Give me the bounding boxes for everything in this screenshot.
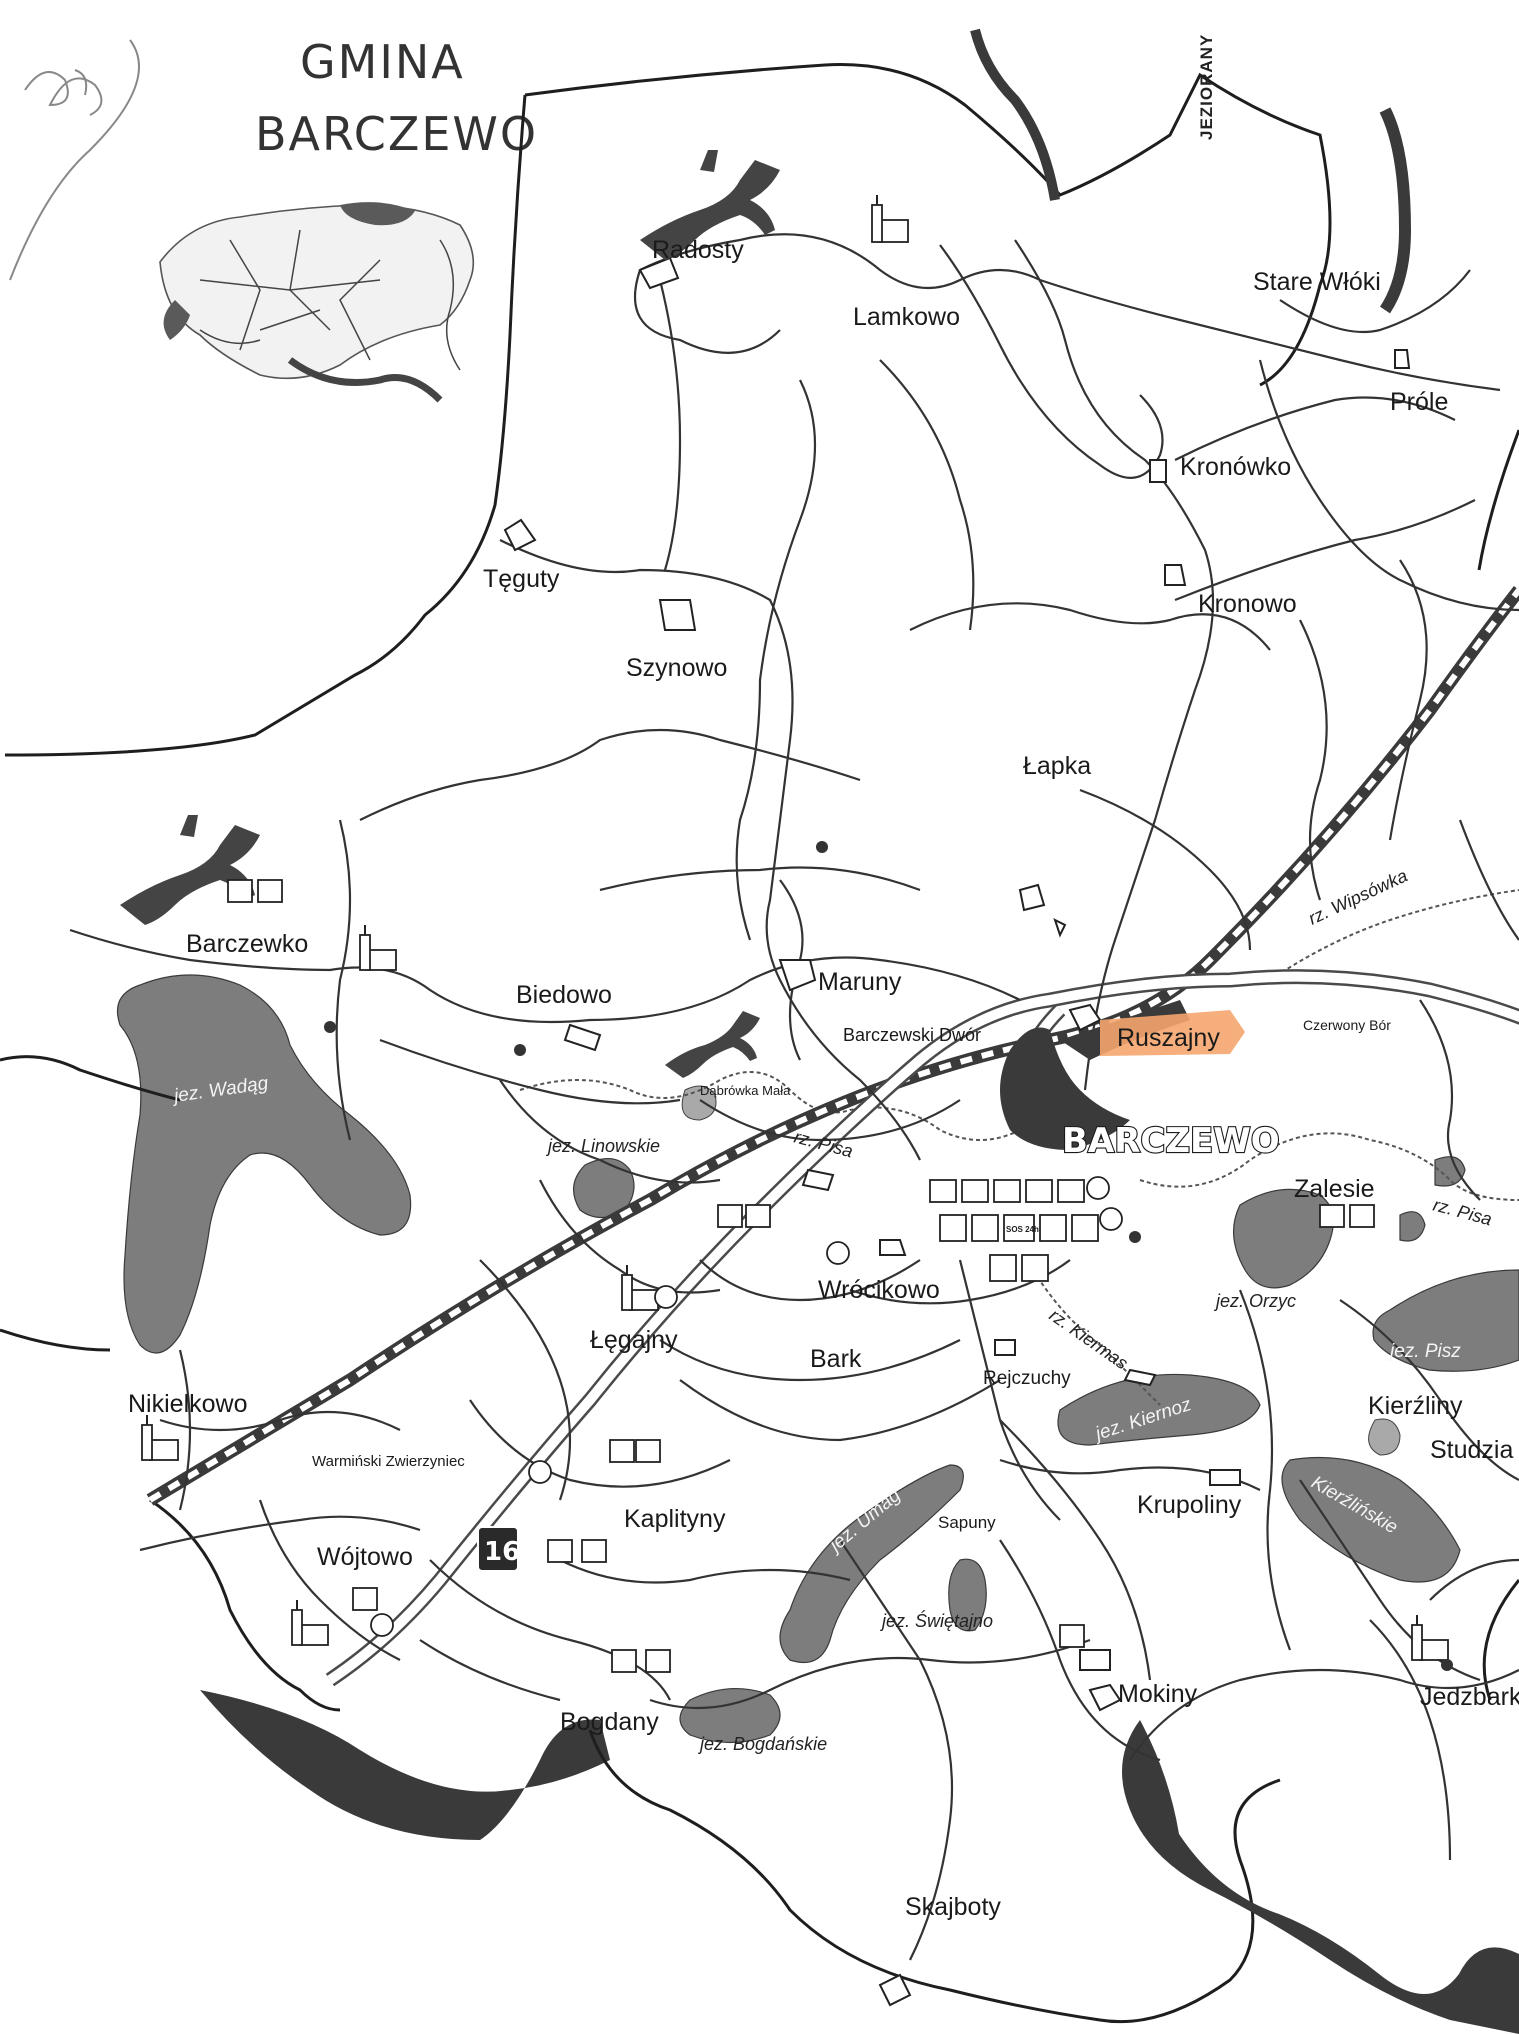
village-label-lamkowo: Lamkowo (853, 303, 960, 331)
town-services-cluster: SOS 24h (929, 1179, 1099, 1282)
lake-bogdanskie (679, 1688, 781, 1744)
map-title-line2: BARCZEWO (255, 107, 538, 161)
river-label-kiermas: rz. Kiermas (1046, 1305, 1132, 1374)
village-label-kaplityny: Kaplityny (624, 1505, 726, 1533)
lake-wadag (116, 974, 412, 1354)
lake-dabrowka (681, 1085, 717, 1121)
village-label-bogdany: Bogdany (560, 1708, 659, 1736)
lake-label-bogdanskie: jez. Bogdańskie (697, 1734, 827, 1754)
sun-icon (324, 841, 1453, 1671)
village-label-rejczuchy: Rejczuchy (983, 1368, 1071, 1389)
village-label-bark: Bark (810, 1345, 862, 1373)
road-label-jeziorany: JEZIORANY (1197, 34, 1216, 140)
village-label-skajboty: Skajboty (905, 1893, 1001, 1921)
ruszajny-highlight (1100, 1010, 1245, 1056)
river-wipsowka (1269, 889, 1519, 981)
village-label-lapka: Łapka (1023, 752, 1091, 780)
village-label-kierzliny: Kierźliny (1368, 1392, 1463, 1420)
church-icon (141, 1415, 179, 1461)
river-pisa (519, 1071, 1519, 1201)
village-label-legajny: Łęgajny (590, 1326, 678, 1354)
local-road-network (69, 233, 1519, 1961)
lake-label-swietajno: jez. Świętajno (879, 1610, 993, 1631)
church-icon (291, 1600, 329, 1646)
village-label-krupoliny: Krupoliny (1137, 1491, 1242, 1519)
town-label-barczewo: BARCZEWO (1062, 1121, 1280, 1161)
village-label-jedzbark: Jedzbark (1420, 1683, 1519, 1711)
village-label-czerwony-bor: Czerwony Bór (1303, 1017, 1391, 1033)
bus-stop-icon (370, 1176, 1123, 1637)
lake-kierzlinskie (1281, 1456, 1461, 1583)
church-icon (621, 1265, 659, 1311)
municipality-border (0, 28, 1519, 2034)
river-label-wipsowka: rz. Wipsówka (1305, 865, 1410, 928)
village-label-barczewski-dwor: Barczewski Dwór (843, 1025, 981, 1045)
horse-rider-icon (665, 1011, 760, 1078)
village-label-warminski-zwierzyniec: Warmiński Zwierzyniec (312, 1453, 465, 1470)
village-label-stare-wloki: Stare Włóki (1253, 268, 1381, 296)
village-label-maruny: Maruny (818, 968, 902, 996)
river-kiermas (1029, 1264, 1161, 1406)
village-label-sapuny: Sapuny (938, 1513, 996, 1532)
lake-swietajno (948, 1558, 987, 1632)
road-16-shield (477, 1526, 519, 1572)
lake-label-pisz: jez. Pisz (1387, 1341, 1461, 1362)
lake-orzyc (1232, 1188, 1334, 1289)
horse-rider-icon (640, 150, 780, 260)
church-icon (1411, 1615, 1449, 1661)
village-label-kronowo: Kronowo (1198, 590, 1297, 618)
church-icon (871, 195, 909, 243)
village-label-szynowo: Szynowo (626, 654, 727, 682)
lake-kierzliny-small (1368, 1418, 1401, 1456)
road-number: 16 (484, 1537, 520, 1567)
lake-kiernoz (1057, 1373, 1261, 1446)
lake-pisz (1372, 1269, 1519, 1372)
sos-label: SOS 24h (1006, 1225, 1039, 1234)
village-label-kronowko: Kronówko (1180, 453, 1291, 481)
horse-rider-icon (120, 815, 260, 925)
village-label-dabrowka-mala: Dąbrówka Mała (700, 1083, 791, 1098)
village-label-ruszajny: Ruszajny (1117, 1024, 1220, 1052)
lake-label-linowskie: jez. Linowskie (545, 1136, 660, 1156)
village-label-zalesie: Zalesie (1294, 1175, 1375, 1203)
river-label-pisa-east: rz. Pisa (1431, 1195, 1494, 1230)
lake-umag (779, 1464, 964, 1664)
inset-overview-map (159, 202, 475, 403)
village-label-barczewko: Barczewko (186, 930, 308, 958)
village-label-teguty: Tęguty (483, 565, 560, 593)
church-icon (359, 925, 397, 971)
village-label-wojtowo: Wójtowo (317, 1543, 413, 1571)
sos-icon (1003, 1214, 1035, 1242)
village-label-radosty: Radosty (652, 236, 744, 264)
village-label-wrocikowo: Wrócikowo (818, 1276, 940, 1304)
hotel-icon (227, 879, 1375, 1673)
village-label-nikielkowo: Nikielkowo (128, 1390, 247, 1418)
village-label-prole: Próle (1390, 388, 1448, 416)
village-label-mokiny: Mokiny (1118, 1680, 1198, 1708)
signature-scribble (9, 39, 140, 281)
map-title-line1: GMINA (300, 35, 465, 89)
village-label-studzianka: Studzia (1430, 1436, 1513, 1464)
barczewo-town-area (1000, 1027, 1130, 1150)
village-label-biedowo: Biedowo (516, 981, 612, 1009)
lake-label-orzyc: jez. Orzyc (1213, 1291, 1296, 1311)
railway-line (146, 586, 1519, 1506)
